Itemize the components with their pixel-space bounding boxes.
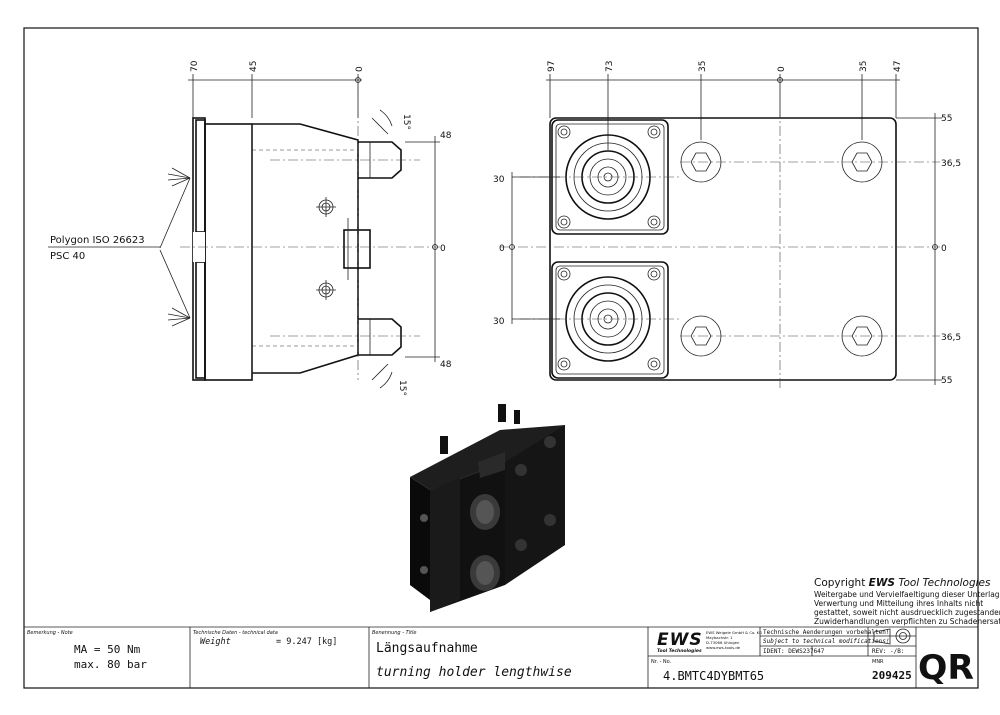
title-block: Bemerkung - Note MA = 50 Nm max. 80 bar … — [24, 626, 978, 688]
front-dim-0-right: 0 — [941, 244, 947, 254]
company-logo-sub: Tool Technologies — [657, 648, 702, 654]
nr-label: Nr. - No. — [651, 659, 672, 665]
isometric-view — [410, 404, 565, 612]
company-line-1: EWS Weigele GmbH & Co. KG — [706, 630, 762, 635]
front-dim-0: 0 — [777, 66, 787, 72]
sheet-border — [23, 27, 979, 689]
front-dim-97: 97 — [547, 61, 557, 72]
side-dim-0-right: 0 — [440, 244, 446, 254]
weight-value: = 9.247 [kg] — [276, 637, 337, 647]
side-dim-48-top: 48 — [440, 131, 452, 141]
note-line-2: max. 80 bar — [74, 658, 147, 671]
front-dim-73: 73 — [605, 61, 615, 72]
front-dim-35-right: 35 — [859, 61, 869, 72]
tech-label: Technische Daten - technical data — [193, 630, 278, 636]
side-dim-0: 0 — [355, 66, 365, 72]
copyright-line-1: Weitergabe und Vervielfaeltigung dieser … — [814, 590, 1000, 599]
front-dim-47: 47 — [893, 61, 903, 72]
side-angle-bottom: 15° — [397, 380, 407, 396]
front-dim-55-top: 55 — [941, 114, 952, 124]
copyright-notice: Copyright EWS Tool Technologies Weiterga… — [814, 577, 1000, 626]
rev: REV: -/B: — [872, 648, 905, 655]
callout-psc: PSC 40 — [50, 251, 85, 262]
front-view: 97 73 35 0 35 47 — [493, 61, 961, 390]
copyright-line-2: Verwertung und Mitteilung ihres Inhalts … — [814, 599, 983, 608]
company-logo: EWS — [657, 630, 703, 650]
projection-symbol-icon — [873, 628, 911, 645]
front-dim-36-bottom: 36,5 — [941, 333, 961, 343]
weight-label: Weight — [200, 637, 231, 647]
company-line-3: D-73066 Uhingen — [706, 640, 740, 645]
ident: IDENT: DEWS237647 — [763, 648, 825, 655]
title-en: turning holder lengthwise — [376, 665, 572, 680]
side-dim-45: 45 — [249, 61, 259, 72]
title-de: Längsaufnahme — [376, 641, 478, 656]
name-label: Benennung - Title — [372, 630, 416, 636]
change-en: Subject to technical modifications! — [763, 638, 889, 645]
front-dim-30-bottom: 30 — [493, 317, 505, 327]
copyright-suffix: Tool Technologies — [895, 577, 991, 589]
front-dim-55-bottom: 55 — [941, 376, 952, 386]
qr-label: QR — [918, 648, 974, 688]
part-number: 4.BMTC4DYBMT65 — [663, 669, 764, 683]
front-dim-30-top: 30 — [493, 175, 505, 185]
front-dim-36-top: 36,5 — [941, 159, 961, 169]
copyright-line-4: Zuwiderhandlungen verpflichten zu Schade… — [814, 617, 1000, 626]
front-dim-35-left: 35 — [698, 61, 708, 72]
mnr-label: MNR — [872, 659, 884, 665]
company-line-2: Maybachstr. 1 — [706, 635, 733, 640]
side-view: 70 45 0 — [48, 60, 452, 396]
mnr-value: 209425 — [872, 669, 912, 682]
company-line-4: www.ews-tools.de — [706, 645, 741, 650]
front-dim-0-left: 0 — [499, 244, 505, 254]
copyright-prefix: Copyright — [814, 577, 869, 589]
svg-text:Copyright EWS Tool Technologie: Copyright EWS Tool Technologies — [814, 577, 991, 589]
note-label: Bemerkung - Note — [27, 630, 73, 636]
side-dim-48-bottom: 48 — [440, 360, 452, 370]
note-line-1: MA = 50 Nm — [74, 643, 141, 656]
side-angle-top: 15° — [401, 114, 411, 130]
callout-polygon: Polygon ISO 26623 — [50, 235, 145, 246]
copyright-brand: EWS — [869, 577, 895, 589]
change-de: Technische Aenderungen vorbehalten! — [763, 629, 889, 636]
copyright-line-3: gestattet, soweit nicht ausdruecklich zu… — [814, 608, 1000, 617]
side-dim-70: 70 — [190, 60, 200, 72]
